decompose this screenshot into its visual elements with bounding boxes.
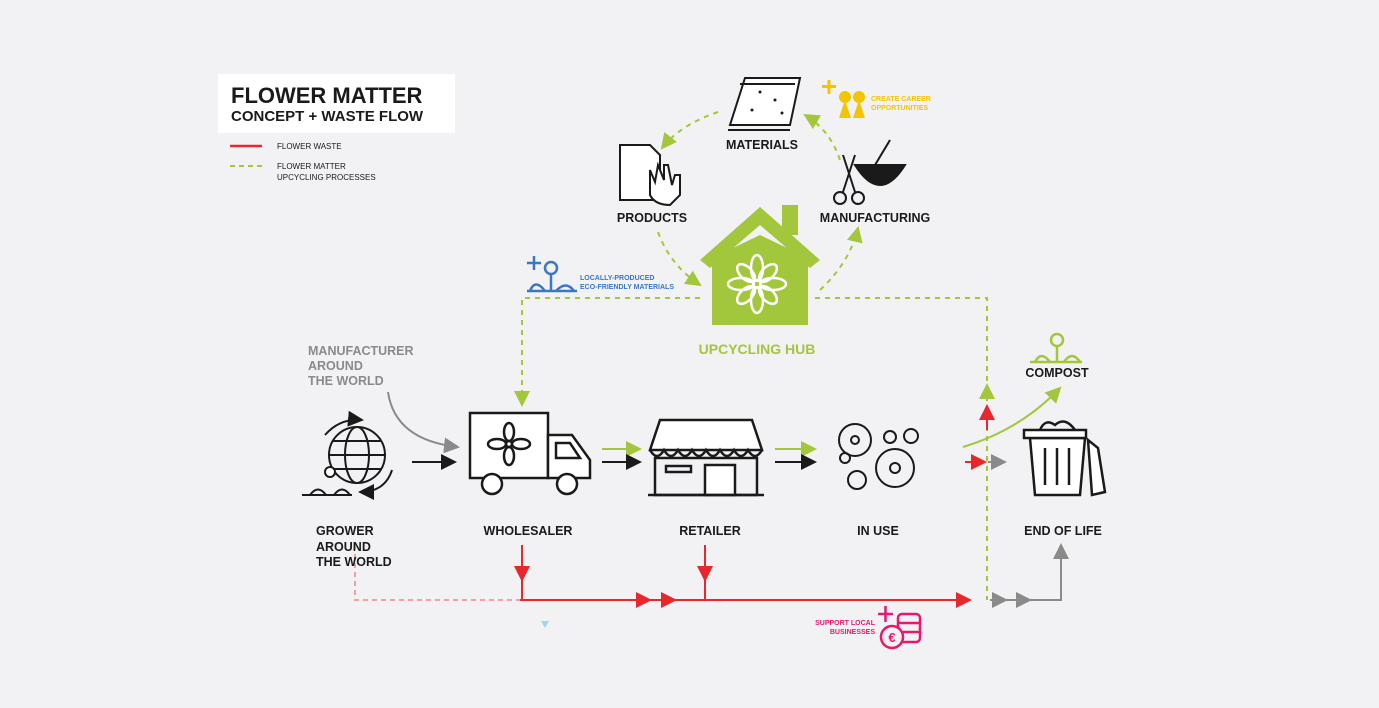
grower-label-2: AROUND	[316, 540, 371, 554]
materials-icon	[728, 77, 802, 131]
wholesaler-truck-icon	[468, 411, 592, 496]
create-career-icon	[822, 80, 865, 118]
grower-label-3: THE WORLD	[316, 555, 392, 569]
legend-waste-label: FLOWER WASTE	[277, 142, 342, 151]
local-label-1: LOCALLY-PRODUCED	[580, 275, 655, 282]
diagram-subtitle: CONCEPT + WASTE FLOW	[231, 108, 424, 125]
in-use-label: IN USE	[857, 524, 899, 538]
main-flow-arrows	[412, 386, 1062, 470]
manufacturing-label: MANUFACTURING	[819, 211, 931, 225]
end-of-life-label: END OF LIFE	[1024, 524, 1102, 538]
upcycling-hub-label: UPCYCLING HUB	[698, 341, 816, 357]
compost-label: COMPOST	[1025, 366, 1089, 380]
career-label-1: CREATE CAREER	[871, 96, 931, 103]
locally-produced-icon	[527, 256, 577, 293]
business-label-2: BUSINESSES	[829, 629, 875, 636]
retailer-shop-icon	[648, 418, 764, 497]
svg-text:€: €	[888, 630, 895, 645]
legend-upcycling-label-2: UPCYCLING PROCESSES	[277, 173, 376, 182]
wholesaler-label: WHOLESALER	[483, 524, 573, 538]
marker-triangle	[541, 621, 549, 628]
manufacturing-icon	[833, 139, 907, 205]
manufacturer-label-1: MANUFACTURER	[308, 344, 414, 358]
grower-globe-icon	[302, 410, 393, 500]
diagram-title: FLOWER MATTER	[231, 83, 423, 108]
materials-label: MATERIALS	[726, 138, 798, 152]
manufacturer-arrow	[387, 391, 460, 454]
products-icon	[619, 144, 681, 207]
career-label-2: OPPORTUNITIES	[871, 105, 929, 112]
legend-upcycling-label-1: FLOWER MATTER	[277, 162, 346, 171]
products-label: PRODUCTS	[616, 211, 688, 225]
title-box	[218, 74, 455, 133]
end-of-life-bin-icon	[1022, 420, 1107, 497]
upcycling-hub-house-icon	[700, 205, 820, 325]
waste-flow-lines	[354, 543, 1069, 608]
grower-label-1: GROWER	[316, 524, 374, 538]
in-use-flowers-icon	[838, 423, 919, 490]
compost-icon	[1030, 332, 1082, 364]
manufacturer-label-2: AROUND	[308, 359, 363, 373]
local-label-2: ECO-FRIENDLY MATERIALS	[580, 284, 674, 291]
upcycling-cycle	[514, 111, 995, 600]
business-label-1: SUPPORT LOCAL	[815, 620, 875, 627]
retailer-label: RETAILER	[679, 524, 741, 538]
support-business-icon: €	[878, 606, 922, 650]
manufacturer-label-3: THE WORLD	[308, 374, 384, 388]
